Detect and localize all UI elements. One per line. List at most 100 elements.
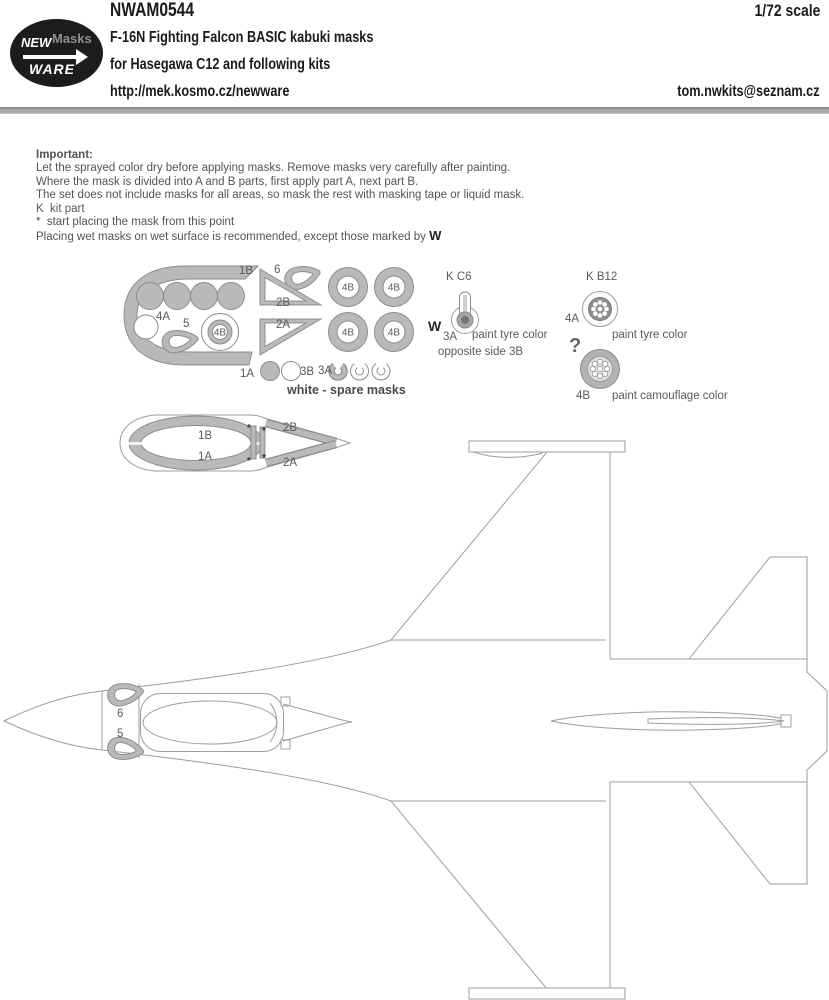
instruction-line: K kit part xyxy=(36,202,85,215)
canopy-hinge-tab xyxy=(280,739,291,750)
start-point-mark: * xyxy=(262,453,266,464)
product-title: F-16N Fighting Falcon BASIC kabuki masks xyxy=(110,29,431,47)
canopy-label-2a: 2A xyxy=(283,457,297,469)
contact-email: tom.nwkits@seznam.cz xyxy=(646,83,820,101)
contact-email-text: tom.nwkits@seznam.cz xyxy=(677,83,820,100)
product-subtitle-text: for Hasegawa C12 and following kits xyxy=(110,56,331,73)
sheet-label-4a: 4A xyxy=(156,311,170,323)
kb12-mask-label-4b: 4B xyxy=(576,390,590,402)
mainwheel-4b-hub-holes xyxy=(589,358,611,380)
mask-2b-wedge xyxy=(259,268,323,306)
windscreen-mask-2a-fill xyxy=(265,441,337,466)
newware-logo: NEW Masks WARE xyxy=(10,19,103,87)
wet-note-symbol: W xyxy=(429,228,442,244)
mask-4b-donut-hole xyxy=(382,320,406,344)
start-point-mark: * xyxy=(262,426,266,437)
kb12-kit-ref: K B12 xyxy=(586,271,617,283)
sheet-label-4b: 4B xyxy=(214,328,227,339)
canopy-frame-bar xyxy=(259,426,266,459)
mask-4b-donut-hole xyxy=(382,275,406,299)
wingtip-rail-curve xyxy=(472,451,544,458)
spare-dot-mask xyxy=(136,282,164,310)
sheet-label-6: 6 xyxy=(274,264,280,276)
header-divider xyxy=(0,107,829,114)
spare-dot-mask xyxy=(217,282,245,310)
spare-ring-mask-hole xyxy=(351,364,368,380)
nosewheel-hub-center xyxy=(461,316,469,324)
donut-label-4b: 4B xyxy=(388,283,401,294)
product-title-text: F-16N Fighting Falcon BASIC kabuki masks xyxy=(110,29,374,46)
logo-word-new: NEW xyxy=(21,35,52,50)
sheet-label-2b: 2B xyxy=(276,297,290,309)
sheet-label-1a: 1A xyxy=(240,368,254,380)
scale-label-text: 1/72 scale xyxy=(754,1,820,20)
wingtip-rail-bottom xyxy=(468,987,626,1000)
kb12-question-mark: ? xyxy=(569,335,581,357)
kb12-mask-label-4a: 4A xyxy=(565,313,579,325)
mask-sheet-diagram: 1B 6 2B 2A 1A 4A 5 4B 4B 4B 4B 4B 3B 3A … xyxy=(123,260,414,397)
mask-4b-donut-hole xyxy=(336,275,360,299)
kc6-kit-ref: K C6 xyxy=(446,271,472,283)
mask-2a-wedge xyxy=(259,318,323,356)
nosewheel-note-kc6: K C6 W 3A paint tyre color opposite side… xyxy=(428,271,548,358)
logo-arrow-head-icon xyxy=(76,49,88,65)
product-code: NWAM0544 xyxy=(110,0,212,22)
instruction-line: Where the mask is divided into A and B p… xyxy=(36,175,419,188)
mainwheel-note-kb12: K B12 4A paint tyre color ? 4B paint cam… xyxy=(565,271,728,402)
cockpit-canopy-outline xyxy=(140,693,284,752)
donut-label-4b: 4B xyxy=(342,328,355,339)
instructions-heading: Important: xyxy=(36,149,93,161)
donut-label-4b: 4B xyxy=(342,283,355,294)
scale-label: 1/72 scale xyxy=(740,1,820,21)
mask-3b-circle xyxy=(281,361,301,381)
canopy-label-1b: 1B xyxy=(198,430,212,442)
aircraft-top-view: 6 5 xyxy=(2,440,828,1000)
sheet-label-3b: 3B xyxy=(300,366,314,378)
website-url-text: http://mek.kosmo.cz/newware xyxy=(110,83,290,100)
canopy-frame-bar xyxy=(250,425,257,460)
kb12-note-4b: paint camouflage color xyxy=(612,390,728,402)
product-subtitle: for Hasegawa C12 and following kits xyxy=(110,56,379,74)
donut-label-4b: 4B xyxy=(388,328,401,339)
logo-word-masks: Masks xyxy=(52,31,92,46)
canopy-label-1a: 1A xyxy=(198,451,212,463)
mainwheel-4a-hub-holes xyxy=(591,300,609,318)
instructions-block: Important: Let the sprayed color dry bef… xyxy=(36,149,596,245)
mask-5-teardrop xyxy=(160,326,201,355)
spare-ring-mask-hole xyxy=(372,364,390,380)
start-point-mark: * xyxy=(247,423,251,434)
canopy-outline xyxy=(119,414,352,472)
sheet-label-3a: 3A xyxy=(318,365,332,377)
fin-cap-inner xyxy=(647,717,785,725)
canopy-label-2b: 2B xyxy=(283,422,297,434)
spare-dot-mask xyxy=(163,282,191,310)
airframe-label-6: 6 xyxy=(117,708,123,720)
nosewheel-fork-slot xyxy=(463,295,467,315)
website-url: http://mek.kosmo.cz/newware xyxy=(110,83,329,101)
canopy-top-diagram: * * * * 1B 1A 2B 2A xyxy=(119,414,352,472)
instruction-line-wet: Placing wet masks on wet surface is reco… xyxy=(36,229,596,244)
wet-note-text: Placing wet masks on wet surface is reco… xyxy=(36,231,430,244)
instruction-line: * start placing the mask from this point xyxy=(36,216,235,229)
canopy-mask-1ab-ring xyxy=(128,415,264,471)
sheet-label-1b: 1B xyxy=(239,265,253,277)
canopy-aft-spine xyxy=(282,703,353,742)
logo-word-ware: WARE xyxy=(29,61,75,77)
spare-masks-note: white - spare masks xyxy=(286,383,406,397)
sheet-label-2a: 2A xyxy=(276,319,290,331)
mask-3a-ring-fill xyxy=(329,364,347,380)
spare-dot-mask xyxy=(260,361,280,381)
product-code-text: NWAM0544 xyxy=(110,0,194,21)
airframe-outline xyxy=(2,451,828,990)
kc6-note2: opposite side 3B xyxy=(438,346,523,358)
canopy-bow-arc xyxy=(269,702,278,743)
kb12-note-4a: paint tyre color xyxy=(612,329,688,341)
kc6-note: paint tyre color xyxy=(472,329,548,341)
instruction-line: Let the sprayed color dry before applyin… xyxy=(36,162,511,175)
mask-4b-center xyxy=(212,324,228,340)
spare-dot-mask xyxy=(190,282,218,310)
kc6-mask-label: 3A xyxy=(443,331,457,343)
canopy-hinge-tab xyxy=(280,696,291,707)
